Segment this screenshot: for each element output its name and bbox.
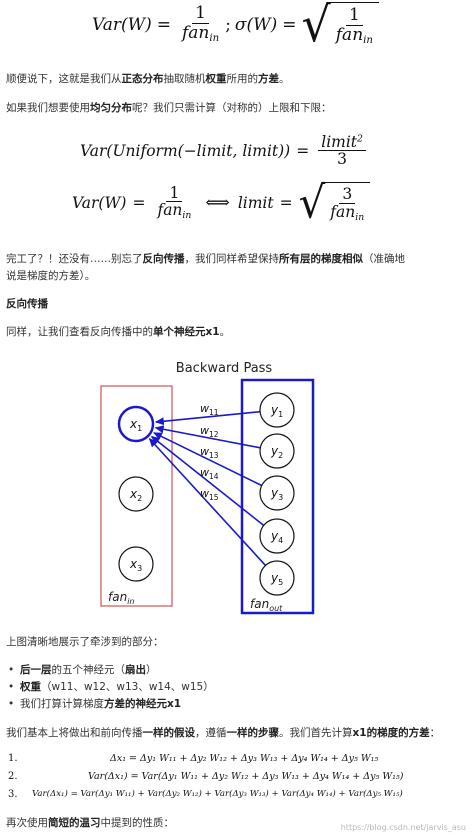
watermark: https://blog.csdn.net/jarvis_asu [340, 823, 466, 832]
input-neuron-label: x1 [129, 417, 142, 433]
equation-limit: Var(W) = 1 fanin ⟺ limit = √ 3 fanin [72, 177, 371, 229]
eq1-sqrt: √ 1 fanin [302, 0, 379, 48]
weight-arrow [150, 435, 265, 527]
equation-variance-split: Var(Δx₁) = Var(Δy₁ W₁₁) + Var(Δy₂ W₁₂) +… [32, 789, 403, 799]
section-heading: 反向传播 [6, 298, 48, 310]
equation-variance-sigma: Var(W) = 1 fanin ; σ(W) = √ 1 fanin [92, 0, 379, 50]
fan-in-box [100, 385, 173, 607]
input-neuron-label: x3 [129, 557, 142, 573]
paragraph-recap: 再次使用简短的温习中提到的性质： [6, 817, 174, 829]
weight-labels: w11 w12 w13 w14 w15 [200, 402, 219, 502]
output-neuron-label: y2 [270, 444, 283, 460]
paragraph-single-neuron: 同样，让我们查看反向传播中的单个神经元x1。 [6, 326, 231, 338]
weight-arrows [148, 410, 267, 567]
weight-label: w11 [200, 402, 219, 417]
paragraph-diagram-caption: 上图清晰地展示了牵涉到的部分： [6, 636, 164, 648]
equation-uniform-variance: Var(Uniform(−limit, limit)) = limit2 3 [80, 128, 369, 174]
paragraph-normal-dist: 顺便说下，这就是我们从正态分布抽取随机权重所用的方差。 [6, 73, 290, 85]
output-neuron-label: y1 [270, 403, 283, 419]
output-neuron [259, 560, 295, 596]
eq1-lhs: Var(W) [92, 15, 152, 35]
output-neuron [259, 392, 295, 428]
output-neurons: y1 y2 y3 y4 y5 [259, 392, 295, 596]
weight-arrow [154, 425, 261, 449]
input-neuron [118, 476, 154, 512]
fan-out-box [240, 378, 315, 615]
list-item: 我们打算计算梯度方差的神经元x1 [6, 696, 214, 713]
equation-number: 2. [8, 771, 18, 782]
weight-label: w14 [200, 466, 219, 481]
weight-label: w12 [200, 424, 219, 439]
paragraph-gradient-variance: 我们基本上将做出和前向传播一样的假设，遵循一样的步骤。我们首先计算x1的梯度的方… [6, 727, 441, 739]
eq1-fraction: 1 fanin [181, 3, 220, 45]
weight-arrow [153, 432, 263, 487]
list-item: 权重（w11、w12、w13、w14、w15） [6, 679, 214, 696]
fan-out-label: fanout [250, 597, 283, 613]
weight-arrow [154, 410, 261, 426]
weight-label: w15 [200, 487, 219, 502]
list-item: 后一层的五个神经元（扇出） [6, 662, 214, 679]
input-neurons: x1 x2 x3 [117, 405, 155, 582]
equation-variance-sum: Var(Δx₁) = Var(Δy₁ W₁₁ + Δy₂ W₁₂ + Δy₃ W… [88, 771, 404, 782]
paragraph-uniform-dist: 如果我们想要使用均匀分布呢？我们只需计算（对称的）上限和下限： [6, 102, 332, 114]
output-neuron-label: y4 [270, 529, 283, 545]
equation-gradient: Δx₁ = Δy₁ W₁₁ + Δy₂ W₁₂ + Δy₃ W₁₃ + Δy₄ … [110, 753, 379, 764]
input-neuron-label: x2 [129, 487, 142, 503]
fan-in-label: fanin [108, 590, 134, 606]
output-neuron [259, 475, 295, 511]
equation-number: 3. [8, 789, 18, 800]
output-neuron-label: y5 [270, 571, 283, 587]
diagram-title: Backward Pass [176, 361, 273, 376]
output-neuron [259, 518, 295, 554]
bullet-list: 后一层的五个神经元（扇出） 权重（w11、w12、w13、w14、w15） 我们… [6, 662, 214, 713]
input-neuron [117, 405, 155, 443]
equation-number: 1. [8, 753, 18, 764]
output-neuron-label: y3 [270, 486, 283, 502]
input-neuron [118, 546, 154, 582]
eq1-sigma: σ(W) [234, 15, 278, 35]
output-neuron [259, 433, 295, 469]
weight-arrow [148, 438, 267, 567]
weight-label: w13 [200, 445, 219, 460]
paragraph-backprop-intro: 完工了？！还没有……别忘了反向传播，我们同样希望保持所有层的梯度相似（准确地说是… [6, 253, 405, 282]
